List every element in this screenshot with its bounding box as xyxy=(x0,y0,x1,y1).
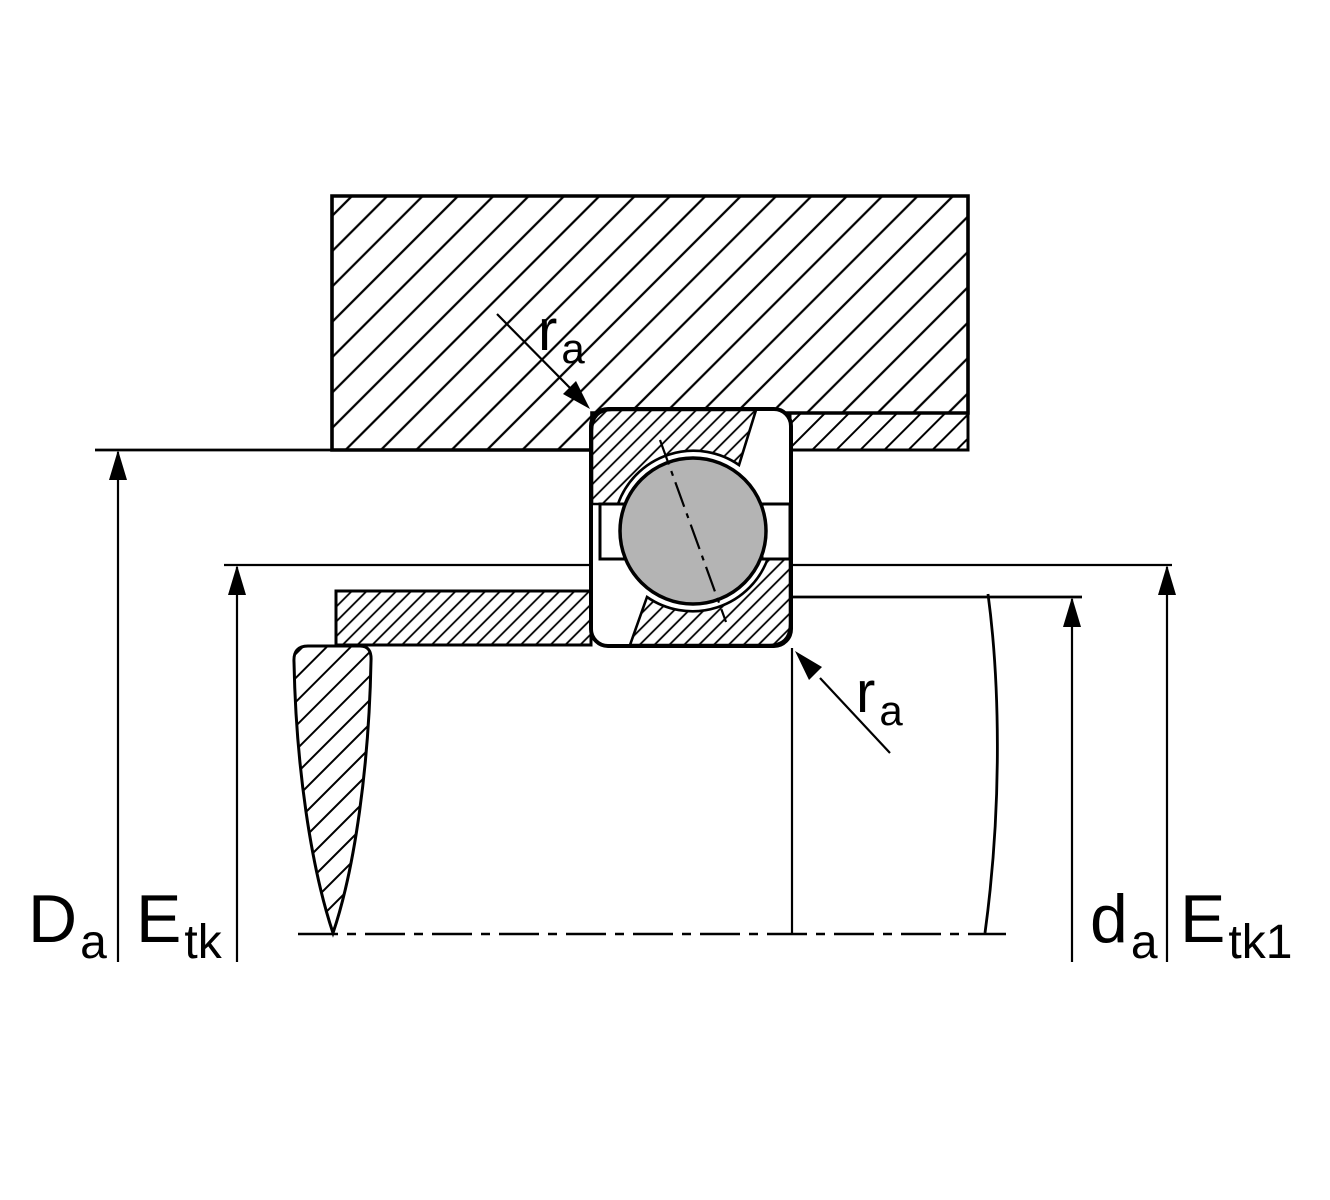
dim-arrow-Etk xyxy=(228,565,246,595)
dimension-Etk xyxy=(228,565,246,962)
bearing xyxy=(589,407,793,648)
dimension-da xyxy=(1063,597,1081,962)
housing-clamp-section xyxy=(788,411,970,452)
ra-callout-bottom: ra xyxy=(795,651,903,754)
ra-leader-top xyxy=(496,313,573,391)
shaft-spacer-section xyxy=(334,589,593,647)
shaft-collar-section xyxy=(292,644,373,938)
label-Etk: Etk xyxy=(136,881,223,969)
ra-leader-bottom xyxy=(819,677,891,754)
label-da: da xyxy=(1090,881,1158,969)
bearing-outer-ring-section xyxy=(590,408,758,506)
dim-arrow-da xyxy=(1063,597,1081,627)
dim-arrow-Da xyxy=(109,450,127,480)
ra-callout-top: ra xyxy=(496,298,590,409)
bearing-inner-ring-section xyxy=(628,556,792,647)
label-Etk1: Etk1 xyxy=(1180,881,1292,969)
contact-angle-line xyxy=(658,439,728,623)
dimension-Da xyxy=(109,450,127,962)
ra-arrow-top xyxy=(563,381,590,409)
dimension-Etk1 xyxy=(1158,565,1176,962)
label-Da: Da xyxy=(28,881,107,969)
shaft-contour-line xyxy=(983,593,999,934)
label-ra-bottom: ra xyxy=(856,660,903,734)
ra-arrow-bottom xyxy=(795,651,822,680)
dim-arrow-Etk1 xyxy=(1158,565,1176,595)
label-ra-top: ra xyxy=(538,298,585,372)
